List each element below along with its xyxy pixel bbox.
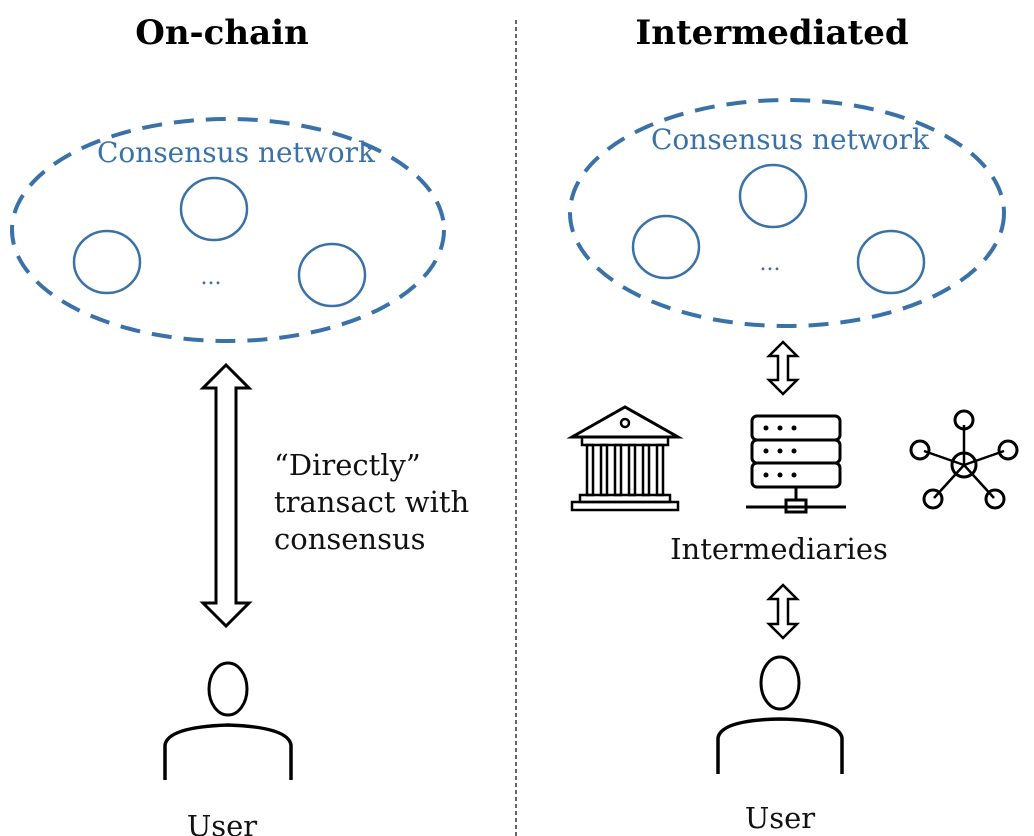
user-icon: [716, 655, 844, 774]
consensus-network-boundary: [10, 117, 446, 343]
node-icon: [856, 229, 926, 295]
user-icon: [163, 661, 293, 780]
more-nodes-ellipsis: ...: [760, 251, 781, 276]
node-icon: [631, 214, 701, 280]
left-consensus-network: Consensus network ...: [10, 117, 446, 343]
server-icon: [746, 414, 846, 514]
node-icon: [72, 229, 142, 295]
double-arrow-icon: [199, 362, 253, 629]
network-hub-icon: [909, 409, 1019, 510]
intermediaries-label: Intermediaries: [670, 532, 888, 566]
node-icon: [179, 176, 249, 242]
user-label: User: [745, 801, 815, 835]
caption-line: transact with: [274, 485, 469, 519]
node-icon: [297, 242, 367, 308]
right-panel: Intermediated Consensus network ...: [566, 13, 1019, 835]
bank-icon: [566, 405, 684, 512]
node-icon: [738, 163, 808, 229]
more-nodes-ellipsis: ...: [201, 265, 222, 290]
left-panel: On-chain Consensus network ... “Directly…: [10, 13, 469, 836]
consensus-network-label: Consensus network: [97, 136, 376, 169]
direct-transact-caption: “Directly” transact with consensus: [274, 448, 469, 556]
consensus-network-boundary: [568, 98, 1006, 328]
right-panel-title: Intermediated: [635, 13, 908, 53]
right-consensus-network: Consensus network ...: [568, 98, 1006, 328]
caption-line: “Directly”: [274, 448, 421, 482]
double-arrow-icon: [765, 340, 801, 396]
user-label: User: [187, 809, 257, 836]
consensus-network-label: Consensus network: [651, 123, 930, 156]
left-panel-title: On-chain: [135, 13, 309, 53]
double-arrow-icon: [765, 583, 801, 640]
caption-line: consensus: [274, 522, 426, 556]
